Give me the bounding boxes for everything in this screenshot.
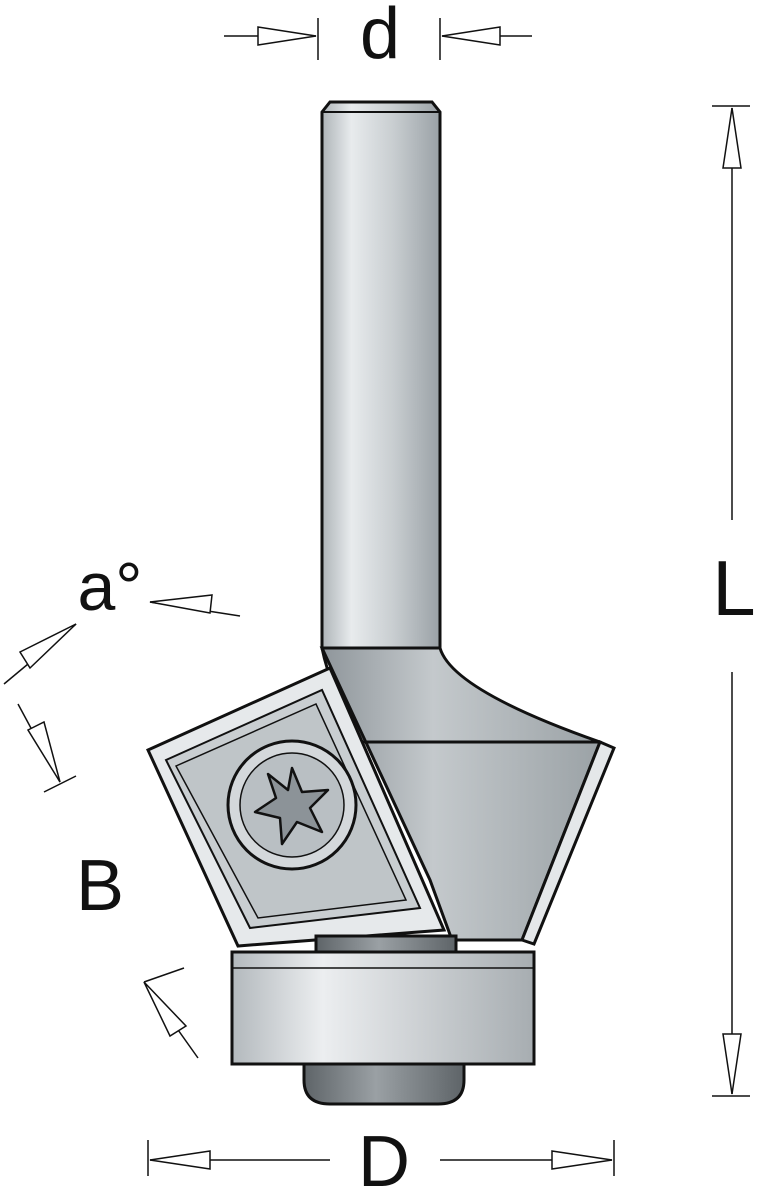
- label-d: d: [360, 0, 400, 74]
- dimension-d: d: [224, 0, 532, 74]
- torx-screw-icon: [226, 739, 358, 871]
- dimension-l: L: [712, 105, 756, 1097]
- guide-bearing: [230, 950, 536, 1066]
- dimension-angle: a°: [3, 549, 241, 685]
- label-l: L: [712, 544, 755, 632]
- label-cutting-d: D: [358, 1122, 410, 1200]
- bearing-screw: [302, 1062, 466, 1106]
- label-angle: a°: [77, 549, 142, 625]
- dimension-cutting-d: D: [147, 1122, 615, 1200]
- label-b: B: [76, 846, 124, 926]
- dimension-b: B: [17, 703, 199, 1059]
- shank: [320, 100, 442, 650]
